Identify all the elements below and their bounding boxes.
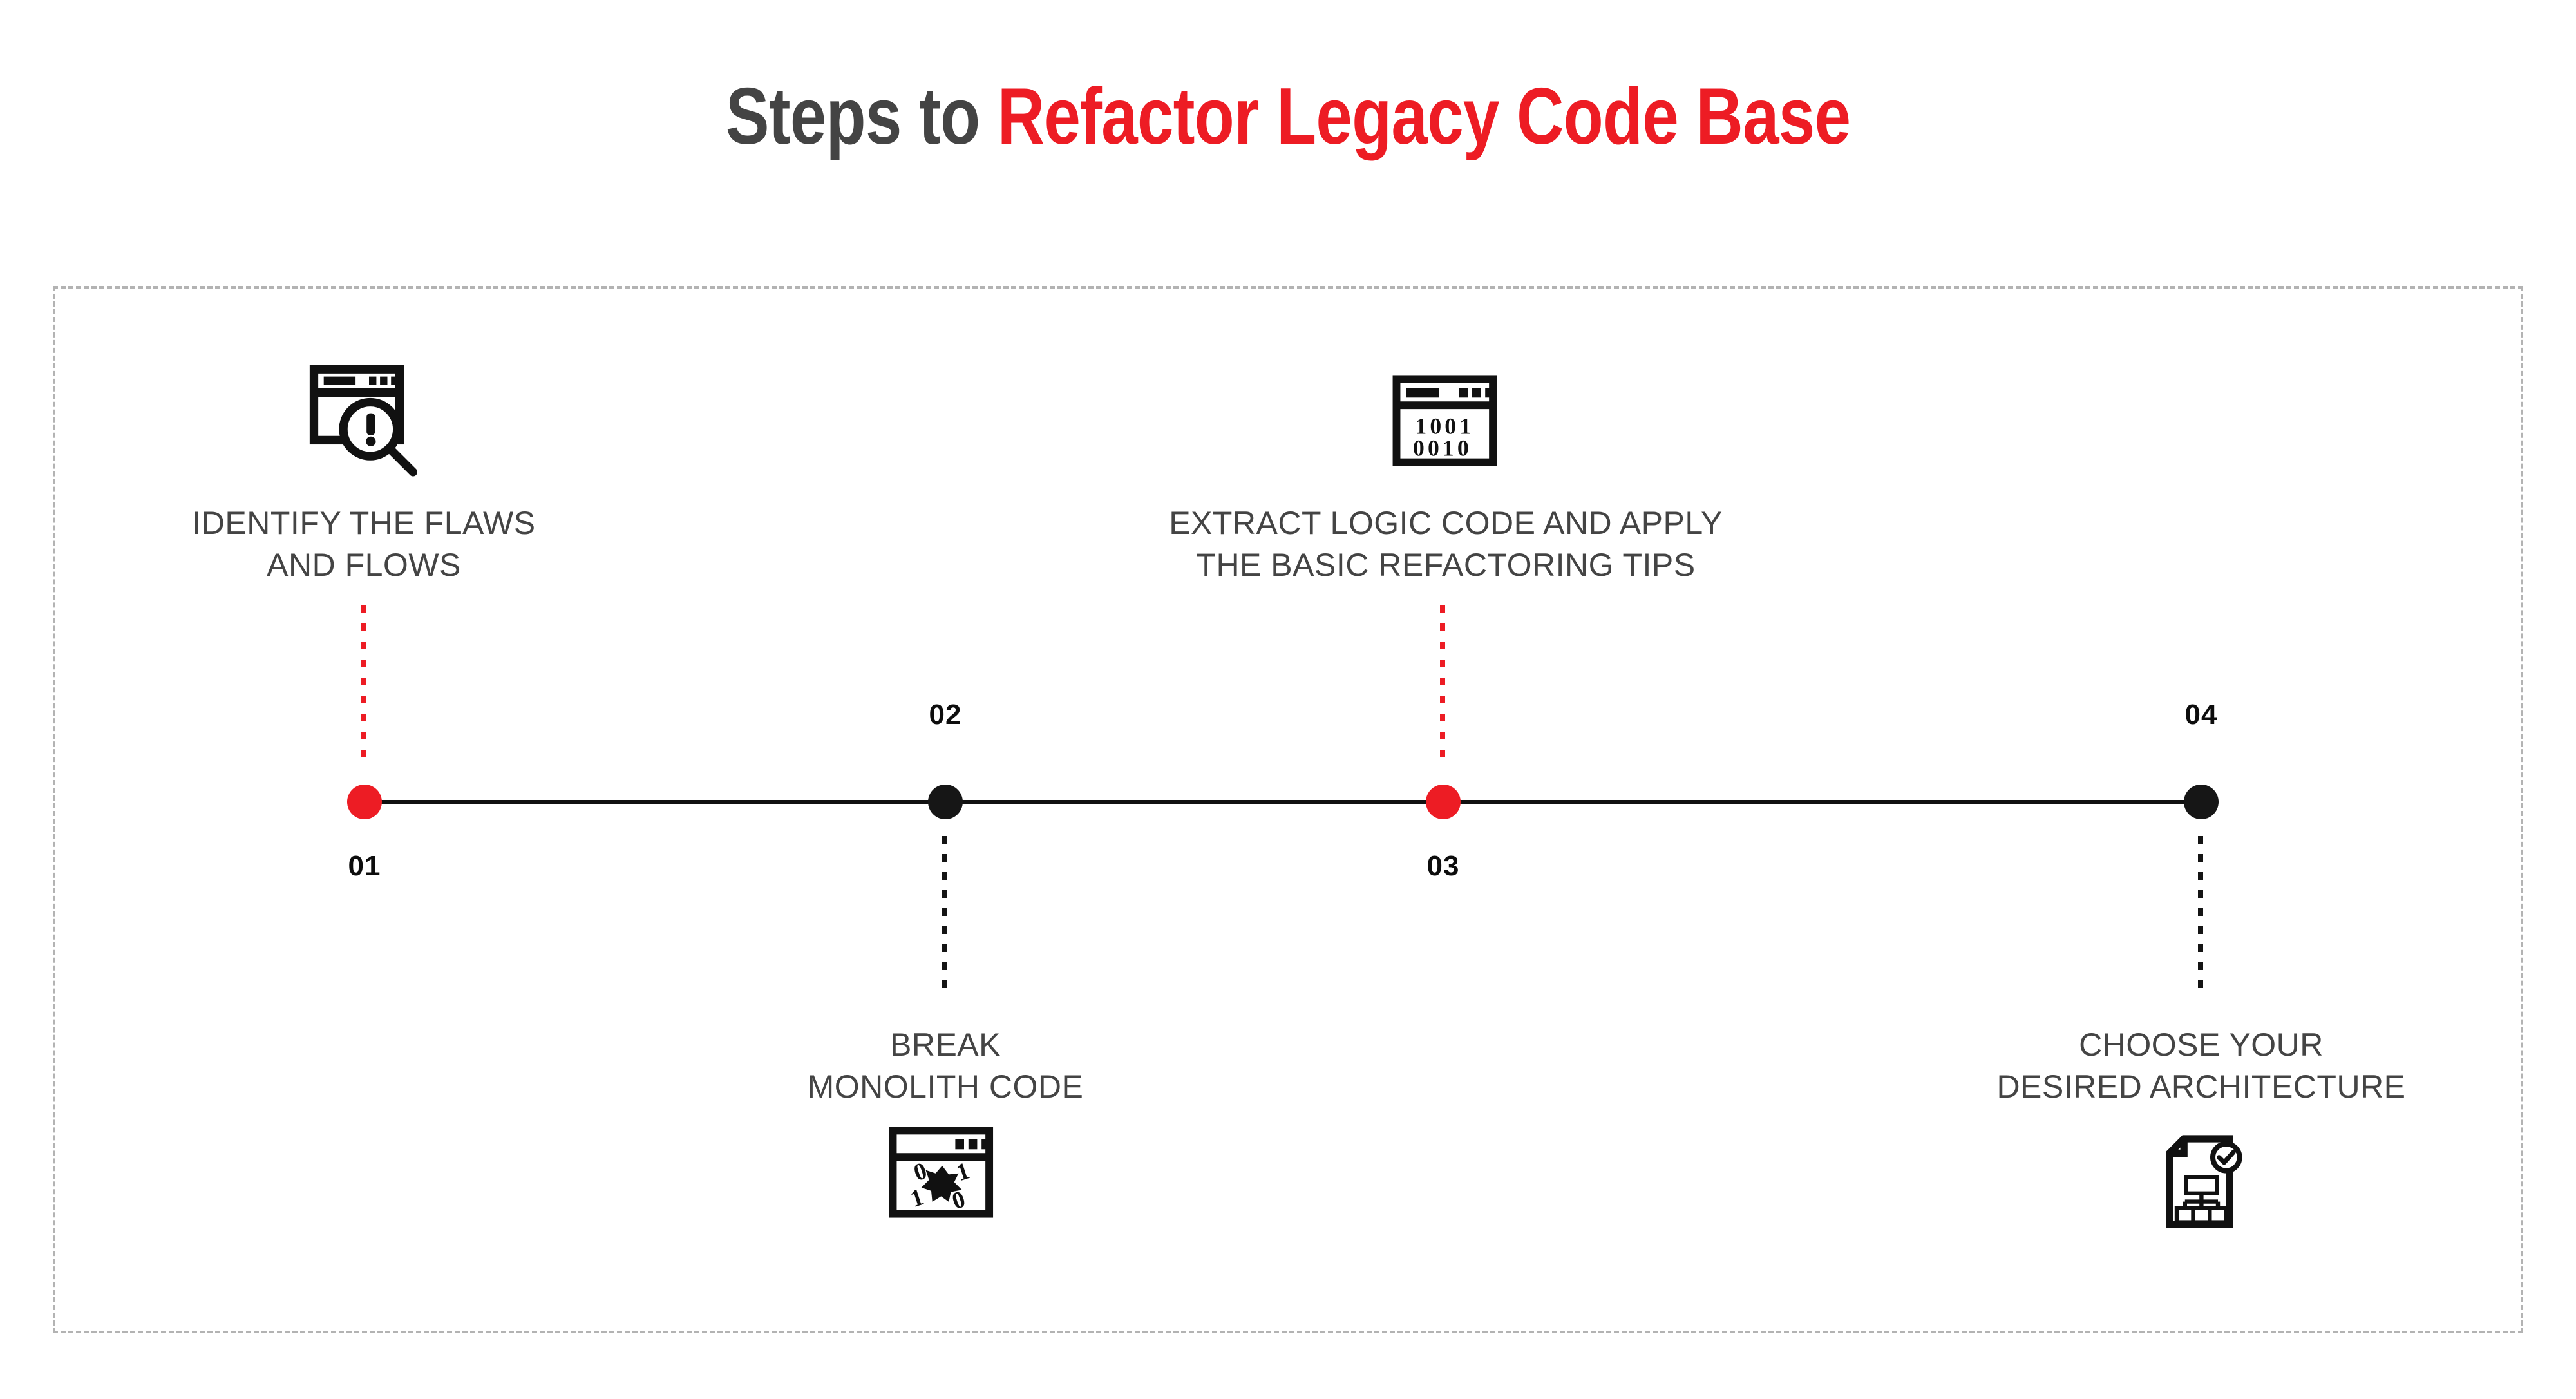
step-3-number: 03 [1426, 850, 1460, 882]
timeline-axis [364, 800, 2199, 804]
step-2-number: 02 [929, 699, 962, 730]
step-2-connector-stem [942, 836, 947, 997]
svg-text:1: 1 [953, 1157, 972, 1186]
step-3-label: EXTRACT LOGIC CODE AND APPLY THE BASIC R… [1169, 505, 1723, 583]
step-3-dot[interactable] [1426, 785, 1461, 819]
svg-text:1001: 1001 [1415, 413, 1474, 439]
step-1-icon-wrapper [308, 359, 430, 482]
step-2-dot[interactable] [928, 785, 963, 819]
browser-window-binary-code-icon: 1001 0010 [1391, 372, 1501, 469]
step-4-number: 04 [2184, 699, 2218, 730]
page-title: Steps to Refactor Legacy Code Base [232, 71, 2344, 162]
step-1-label: IDENTIFY THE FLAWS AND FLOWS [192, 505, 536, 583]
step-1-dot[interactable] [347, 785, 382, 819]
dashed-frame-border [53, 286, 2523, 1333]
step-4-label: CHOOSE YOUR DESIRED ARCHITECTURE [1996, 1027, 2406, 1105]
step-1-connector-stem [361, 605, 366, 766]
browser-window-magnifier-alert-icon [308, 359, 430, 482]
title-part-dark: Steps to [725, 72, 998, 161]
step-4-dot[interactable] [2184, 785, 2219, 819]
step-4-connector-stem [2198, 836, 2203, 997]
document-hierarchy-check-icon [2161, 1134, 2244, 1237]
step-4-icon-wrapper [2161, 1134, 2244, 1237]
title-part-red: Refactor Legacy Code Base [997, 72, 1851, 161]
step-2-icon-wrapper: 0 1 1 0 [887, 1124, 997, 1221]
step-2-label: BREAK MONOLITH CODE [807, 1027, 1084, 1105]
step-3-connector-stem [1440, 605, 1445, 766]
browser-window-binary-burst-icon: 0 1 1 0 [887, 1124, 997, 1221]
step-1-number: 01 [348, 850, 381, 882]
step-3-icon-wrapper: 1001 0010 [1391, 372, 1501, 469]
svg-text:0010: 0010 [1413, 435, 1472, 461]
